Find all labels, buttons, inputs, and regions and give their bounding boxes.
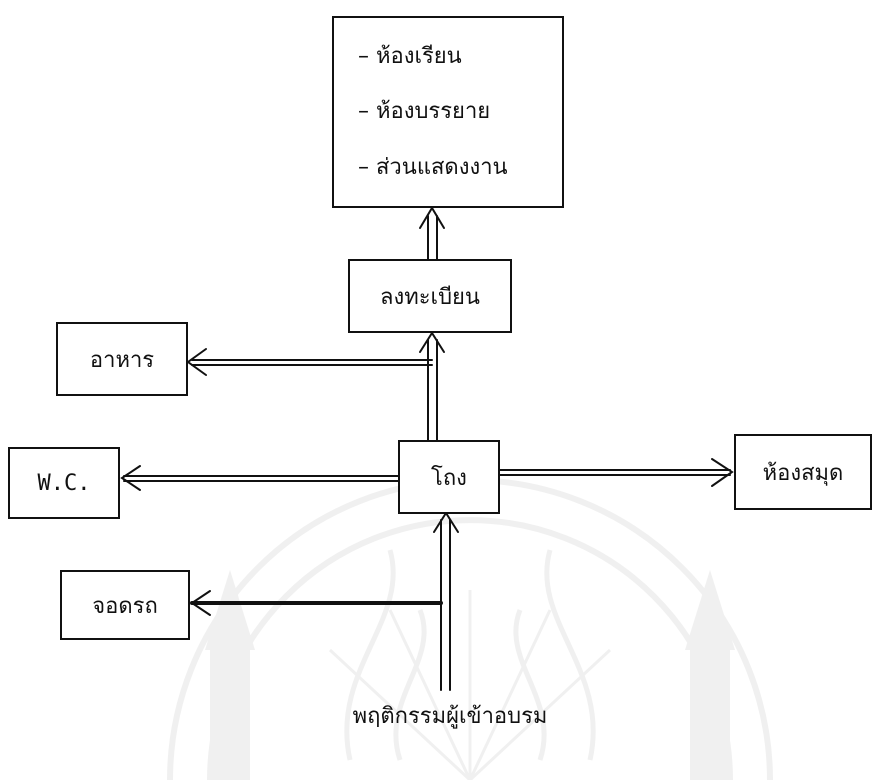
facility-exhibition: – ส่วนแสดงงาน [358,154,508,180]
arrowhead-parking [190,590,211,616]
parking-box: จอดรถ [60,570,190,640]
wc-box: W.C. [8,447,120,519]
wc-label: W.C. [37,470,91,496]
parking-label: จอดรถ [92,593,158,619]
arrowhead-wc [120,465,141,491]
facility-lecture-room: – ห้องบรรยาย [358,99,491,125]
connector-lines [120,206,734,691]
hall-box: โถง [398,440,500,514]
arrowhead-hub [433,511,459,533]
registration-box: ลงทะเบียน [348,259,512,333]
arrowhead-top [419,206,445,229]
library-label: ห้องสมุด [762,460,844,486]
registration-label: ลงทะเบียน [380,284,480,310]
arrowhead-reg [419,331,445,353]
arrowhead-library [711,458,734,487]
hall-label: โถง [431,465,467,491]
facility-classroom: – ห้องเรียน [358,44,462,70]
food-label: อาหาร [89,347,155,373]
facilities-box: – ห้องเรียน – ห้องบรรยาย – ส่วนแสดงงาน [332,16,564,208]
diagram-caption: พฤติกรรมผู้เข้าอบรม [352,704,548,729]
library-box: ห้องสมุด [734,434,872,510]
arrowhead-food [186,348,207,376]
food-box: อาหาร [56,322,188,396]
